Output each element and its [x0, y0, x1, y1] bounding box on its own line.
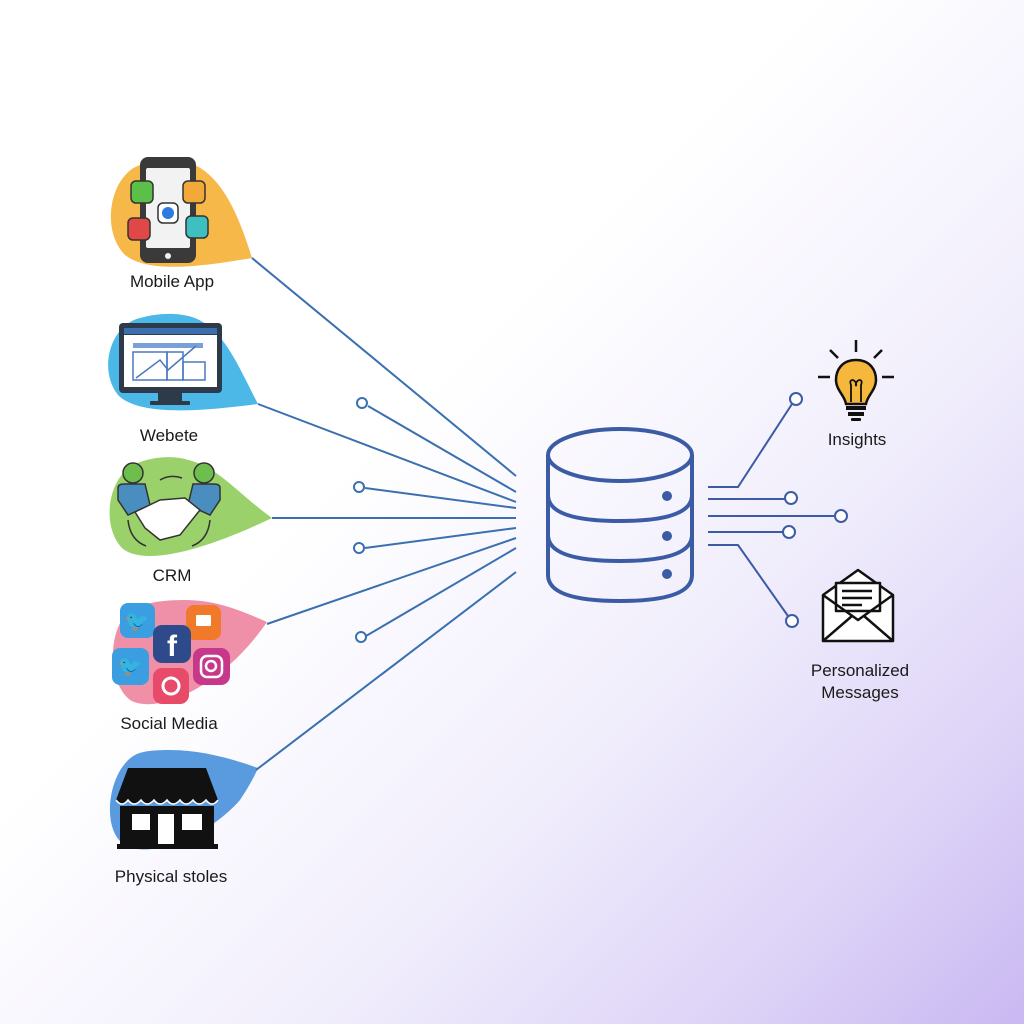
- output-node-5: [785, 614, 799, 628]
- social-media-icons: 🐦 f 🐦: [112, 603, 230, 704]
- source-website: [108, 313, 258, 411]
- connector-node-1-dot: [356, 397, 368, 409]
- source-mobile-app: [110, 157, 252, 267]
- svg-text:🐦: 🐦: [125, 611, 150, 633]
- label-website: Webete: [139, 426, 199, 445]
- storefront-icon: [115, 768, 219, 849]
- envelope-icon: [821, 568, 895, 643]
- connector-node-3-dot: [353, 542, 365, 554]
- output-connector-insights: [708, 403, 793, 488]
- output-connectors: [708, 392, 848, 628]
- connector-physical-stores: [255, 571, 517, 771]
- output-node-1: [789, 392, 803, 406]
- source-social-media: 🐦 f 🐦: [112, 600, 267, 705]
- label-physical-stores: Physical stoles: [114, 867, 228, 886]
- connector-mobile-app: [251, 257, 517, 477]
- svg-text:🐦: 🐦: [118, 656, 143, 678]
- smartphone-apps-icon: [127, 157, 209, 263]
- connector-node-2: [364, 487, 517, 509]
- connector-social-media: [266, 537, 517, 625]
- connector-node-4: [365, 547, 517, 637]
- source-physical-stores: [109, 750, 258, 850]
- output-node-2: [784, 491, 798, 505]
- database-icon: [546, 427, 694, 604]
- label-crm: CRM: [152, 566, 192, 585]
- source-crm: [109, 457, 273, 557]
- monitor-chart-icon: [119, 323, 222, 405]
- handshake-icon: [117, 462, 221, 547]
- label-personalized-messages: Personalized Messages: [810, 661, 910, 702]
- input-connectors: [251, 257, 517, 771]
- output-node-4: [782, 525, 796, 539]
- connector-node-3: [364, 527, 517, 549]
- label-social-media: Social Media: [120, 714, 218, 733]
- connector-website: [257, 403, 517, 503]
- connector-node-1: [367, 405, 517, 493]
- lightbulb-icon: [818, 340, 894, 421]
- output-node-3: [834, 509, 848, 523]
- connector-node-2-dot: [353, 481, 365, 493]
- output-connector-messages: [708, 544, 789, 617]
- svg-text:f: f: [167, 630, 178, 663]
- connector-node-4-dot: [355, 631, 367, 643]
- label-mobile-app: Mobile App: [129, 272, 215, 291]
- label-insights: Insights: [827, 430, 887, 449]
